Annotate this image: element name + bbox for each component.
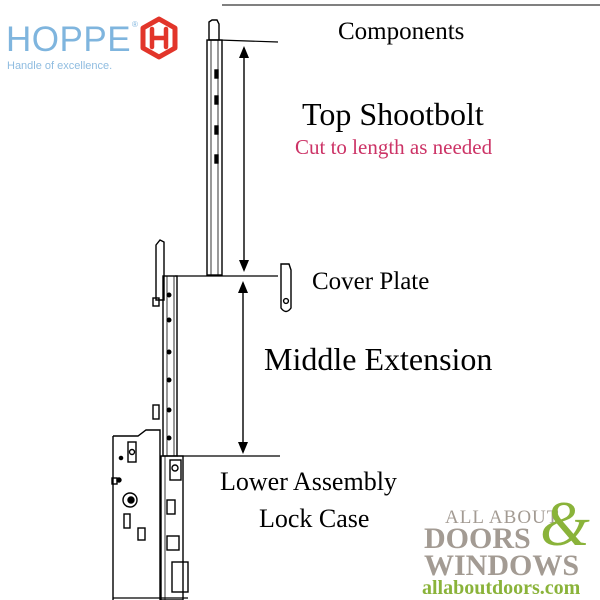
label-top-shootbolt: Top Shootbolt [302, 96, 484, 132]
lower-assembly-part [111, 429, 189, 600]
watermark-line-1: ALL ABOUT [445, 507, 560, 528]
watermark-ampersand: & [540, 488, 590, 559]
middle-extension-part [152, 239, 280, 457]
hoppe-hexagon-icon [140, 16, 178, 60]
watermark-line-2: DOORS [424, 522, 531, 555]
watermark-line-3: WINDOWS [424, 549, 580, 582]
watermark-url: allaboutdoors.com [422, 577, 581, 599]
top-shootbolt-part [206, 19, 279, 276]
dimension-arrow-top [239, 46, 249, 272]
hoppe-wordmark: HOPPE® [6, 20, 139, 59]
dimension-arrow-middle [238, 281, 248, 454]
cover-plate-part [280, 263, 292, 313]
label-cut-to-length: Cut to length as needed [295, 135, 493, 159]
label-lower-assembly: Lower Assembly [220, 467, 397, 496]
label-cover-plate: Cover Plate [312, 268, 430, 295]
label-middle-extension: Middle Extension [264, 341, 493, 377]
label-lock-case: Lock Case [259, 504, 370, 533]
hoppe-tagline: Handle of excellence. [7, 60, 113, 72]
label-components: Components [338, 18, 465, 45]
